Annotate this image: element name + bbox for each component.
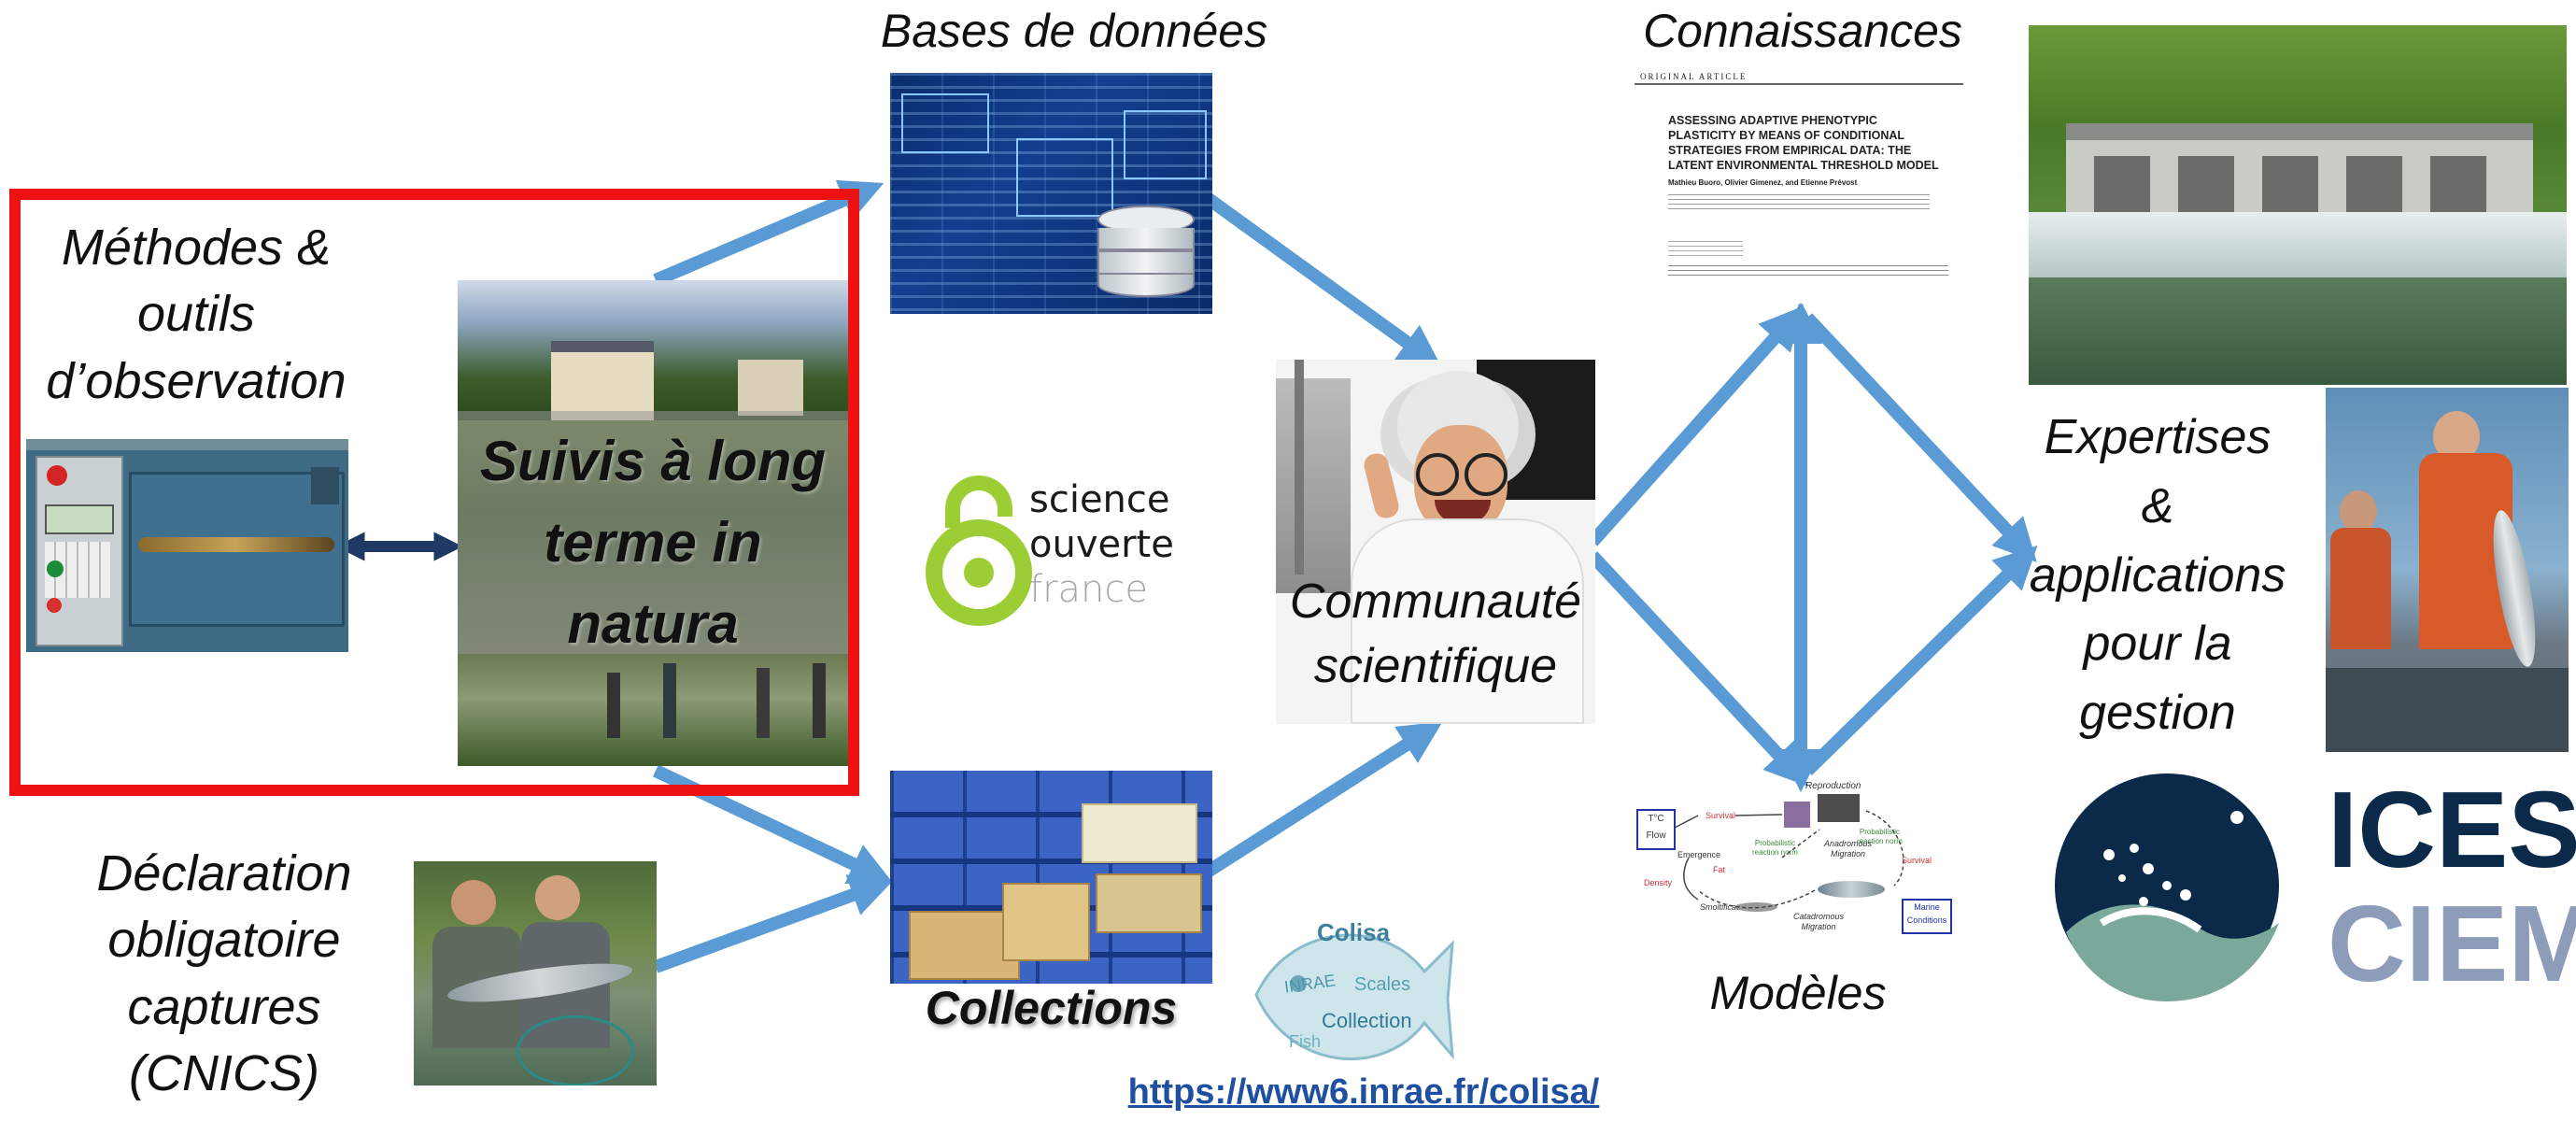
colisa-fish-logo: Colisa INRAE Collection Scales Fish <box>1233 901 1457 1088</box>
open-access-lock-icon <box>926 475 1032 626</box>
model-reproduction: Reproduction <box>1805 781 1861 791</box>
database-photo <box>890 73 1212 314</box>
salmon-icon <box>1818 881 1885 898</box>
colisa-word-4: Fish <box>1289 1032 1322 1051</box>
communaute-label: Communauté scientifique <box>1289 575 1582 693</box>
model-diagram: T°C Flow Reproduction Survival Emergence… <box>1633 773 1955 949</box>
model-smoltification: Smoltification <box>1700 902 1750 912</box>
model-fat: Fat <box>1713 865 1726 874</box>
model-probabilistic-2: Probabilistic reaction norm <box>1857 828 1903 845</box>
arrow-suivis-to-bases <box>653 179 885 287</box>
arrow-modeles-to-expertises <box>1803 545 2038 776</box>
so-line-france: france <box>1029 568 1148 611</box>
collections-photo <box>890 771 1212 984</box>
paper-thumbnail: ORIGINAL ARTICLE ASSESSING ADAPTIVE PHEN… <box>1635 70 1963 304</box>
scientist-photo: Communauté scientifique <box>1276 360 1595 724</box>
science-ouverte-logo: science ouverte france <box>925 472 1174 631</box>
so-line-science: science <box>1029 478 1170 521</box>
measuring-board-photo <box>26 439 348 652</box>
model-emergence: Emergence <box>1677 850 1721 859</box>
model-anadromous: Anadromous Migration <box>1824 839 1873 858</box>
ciem-text: CIEM <box>2328 883 2576 1004</box>
temp-flow-box: T°C Flow <box>1636 809 1676 850</box>
colisa-word-3: Scales <box>1354 974 1411 995</box>
paper-authors: Mathieu Buoro, Olivier Gimenez, and Etie… <box>1668 178 1858 187</box>
declaration-label: Déclaration obligatoire captures (CNICS) <box>96 845 352 1101</box>
dam-photo <box>2029 25 2567 385</box>
model-density: Density <box>1644 878 1673 887</box>
model-probabilistic-1: Probabilistic reaction norm <box>1752 839 1798 857</box>
database-icon <box>1097 206 1195 299</box>
paper-title: ASSESSING ADAPTIVE PHENOTYPIC PLASTICITY… <box>1668 114 1939 172</box>
model-survival-2: Survival <box>1902 856 1932 865</box>
suivis-label: Suivis à long terme in natura <box>479 430 827 655</box>
arrow-declaration-to-collections <box>653 874 894 973</box>
arrow-connaissances-to-expertises <box>1802 313 2037 562</box>
modeles-label: Modèles <box>1709 967 1887 1019</box>
model-cycle-lines <box>1674 810 1904 909</box>
fish-icon <box>1254 933 1454 1061</box>
colisa-title: Colisa <box>1317 918 1391 946</box>
arrow-collections-to-communaute <box>1201 721 1443 879</box>
collections-label: Collections <box>925 982 1178 1034</box>
arrow-bases-to-communaute <box>1200 191 1442 368</box>
suivis-photo: Suivis à long terme in natura <box>458 280 848 766</box>
ices-emblem-icon <box>2055 773 2279 1001</box>
paper-header: ORIGINAL ARTICLE <box>1635 70 1963 85</box>
fishermen-photo <box>2326 388 2569 752</box>
model-catadromous: Catadromous Migration <box>1793 912 1845 931</box>
colisa-word-2: Collection <box>1322 1009 1412 1032</box>
anglers-photo <box>414 861 657 1086</box>
ices-text: ICES <box>2328 769 2576 890</box>
marine-conditions-box: Marine Conditions <box>1902 899 1952 934</box>
expertises-label: Expertises & applications pour la gestio… <box>2029 410 2286 741</box>
arrow-communaute-to-connaissances <box>1587 305 1804 546</box>
ices-logo: ICES CIEM <box>2045 766 2576 1009</box>
bases-label: Bases de données <box>880 5 1268 57</box>
methodes-label: Méthodes & outils d’observation <box>46 220 347 409</box>
so-line-ouverte: ouverte <box>1029 523 1174 566</box>
arrow-communaute-to-modeles <box>1587 551 1808 787</box>
model-survival: Survival <box>1706 811 1736 820</box>
connaissances-label: Connaissances <box>1643 5 1962 57</box>
highlight-frame <box>9 189 859 796</box>
colisa-url-link[interactable]: https://www6.inrae.fr/colisa/ <box>1127 1072 1600 1112</box>
